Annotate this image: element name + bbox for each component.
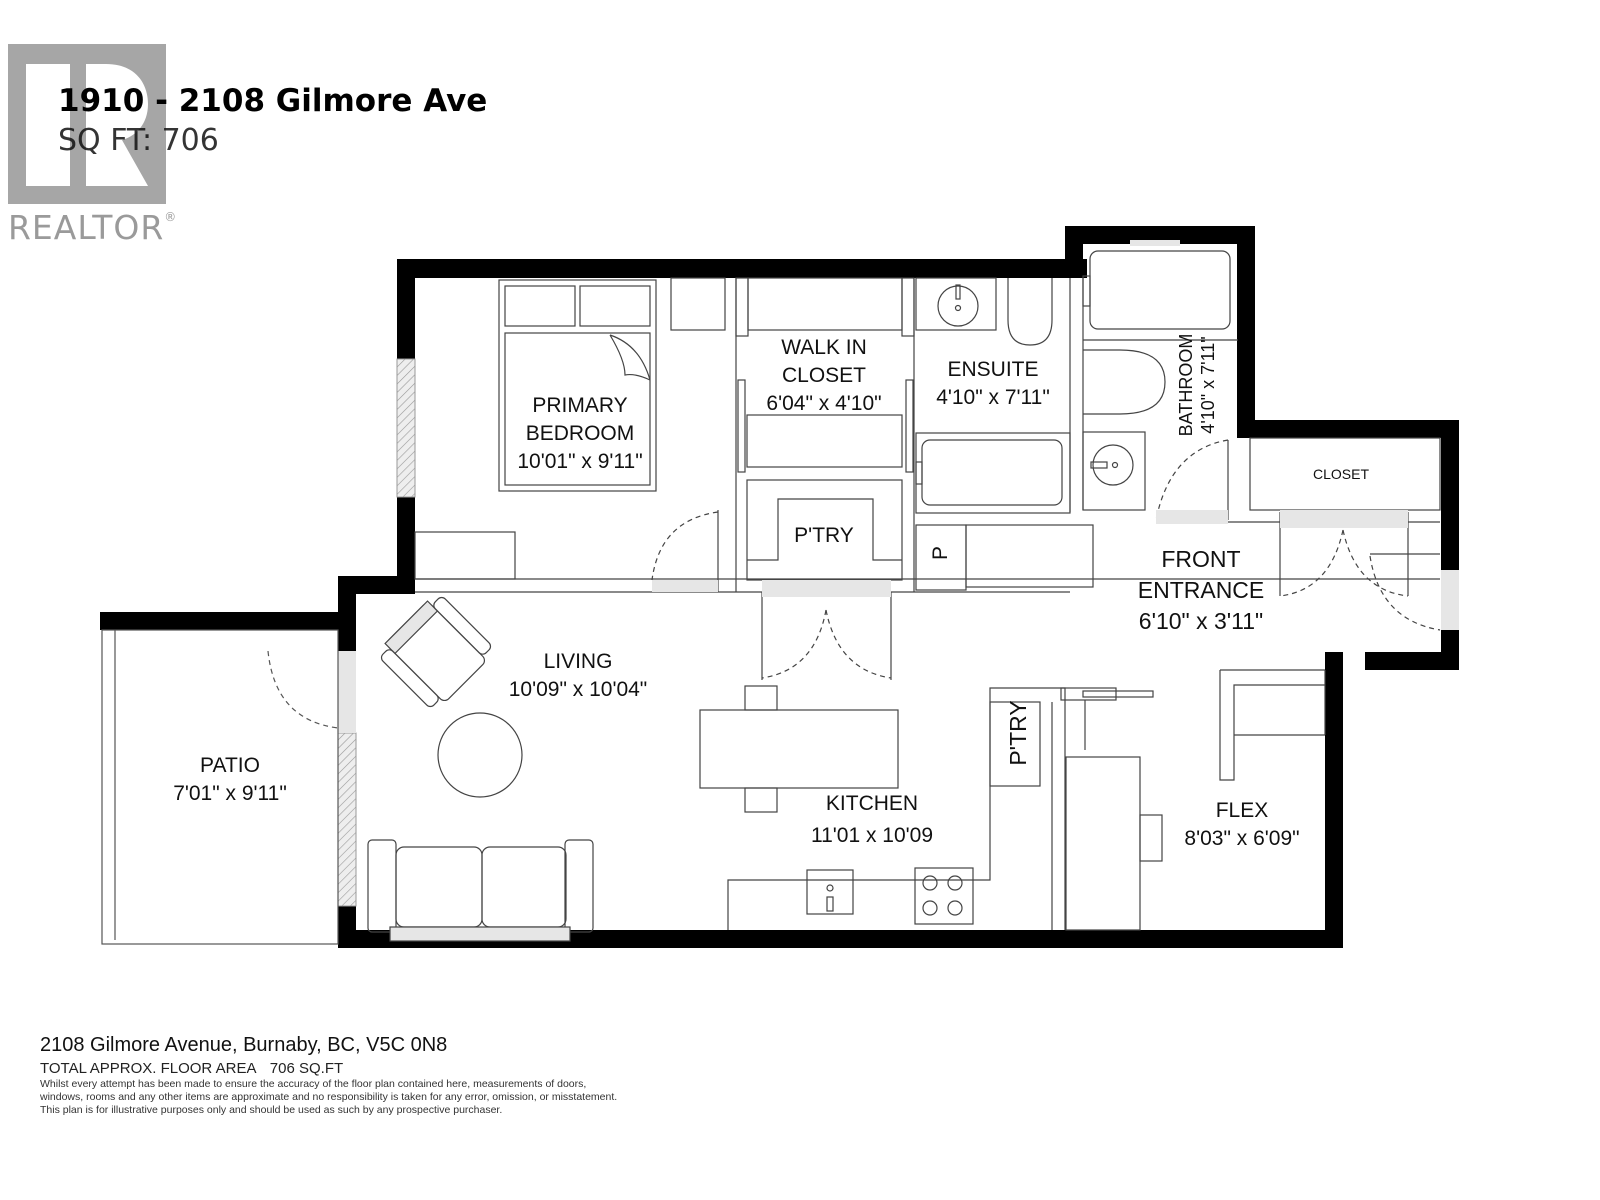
room-flex: FLEX 8'03" x 6'09" bbox=[1184, 799, 1300, 850]
room-closet: CLOSET bbox=[1312, 466, 1370, 482]
room-front-entrance: FRONT ENTRANCE 6'10" x 3'11" bbox=[1137, 546, 1265, 634]
room-pantry-small: P bbox=[929, 545, 952, 561]
floor-area-value: 706 SQ.FT bbox=[269, 1060, 344, 1077]
listing-title: 1910 - 2108 Gilmore Ave bbox=[58, 83, 488, 119]
room-ensuite: ENSUITE 4'10" x 7'11" bbox=[936, 358, 1050, 409]
footer-disclaimer: Whilst every attempt has been made to en… bbox=[40, 1078, 618, 1116]
floor-area-label: TOTAL APPROX. FLOOR AREA bbox=[40, 1060, 256, 1077]
room-bathroom: BATHROOM 4'10" x 7'11" bbox=[1176, 333, 1218, 437]
room-primary-bedroom: PRIMARY BEDROOM 10'01" x 9'11" bbox=[517, 394, 643, 473]
listing-sqft: SQ FT: 706 bbox=[58, 123, 219, 158]
room-pantry-upper: P'TRY bbox=[794, 524, 854, 547]
room-pantry-kitchen: P'TRY bbox=[1005, 700, 1031, 766]
exterior-walls bbox=[100, 226, 1459, 948]
room-living: LIVING 10'09" x 10'04" bbox=[508, 650, 648, 701]
room-walk-in-closet: WALK IN CLOSET 6'04" x 4'10" bbox=[766, 336, 882, 415]
room-kitchen: KITCHEN 11'01 x 10'09 bbox=[810, 792, 934, 847]
footer-floor-area: TOTAL APPROX. FLOOR AREA 706 SQ.FT bbox=[40, 1060, 343, 1077]
room-patio: PATIO 7'01" x 9'11" bbox=[173, 754, 287, 805]
realtor-wordmark: REALTOR® bbox=[8, 208, 178, 247]
realtor-r-logo-icon bbox=[26, 64, 148, 186]
footer-address: 2108 Gilmore Avenue, Burnaby, BC, V5C 0N… bbox=[40, 1034, 448, 1056]
